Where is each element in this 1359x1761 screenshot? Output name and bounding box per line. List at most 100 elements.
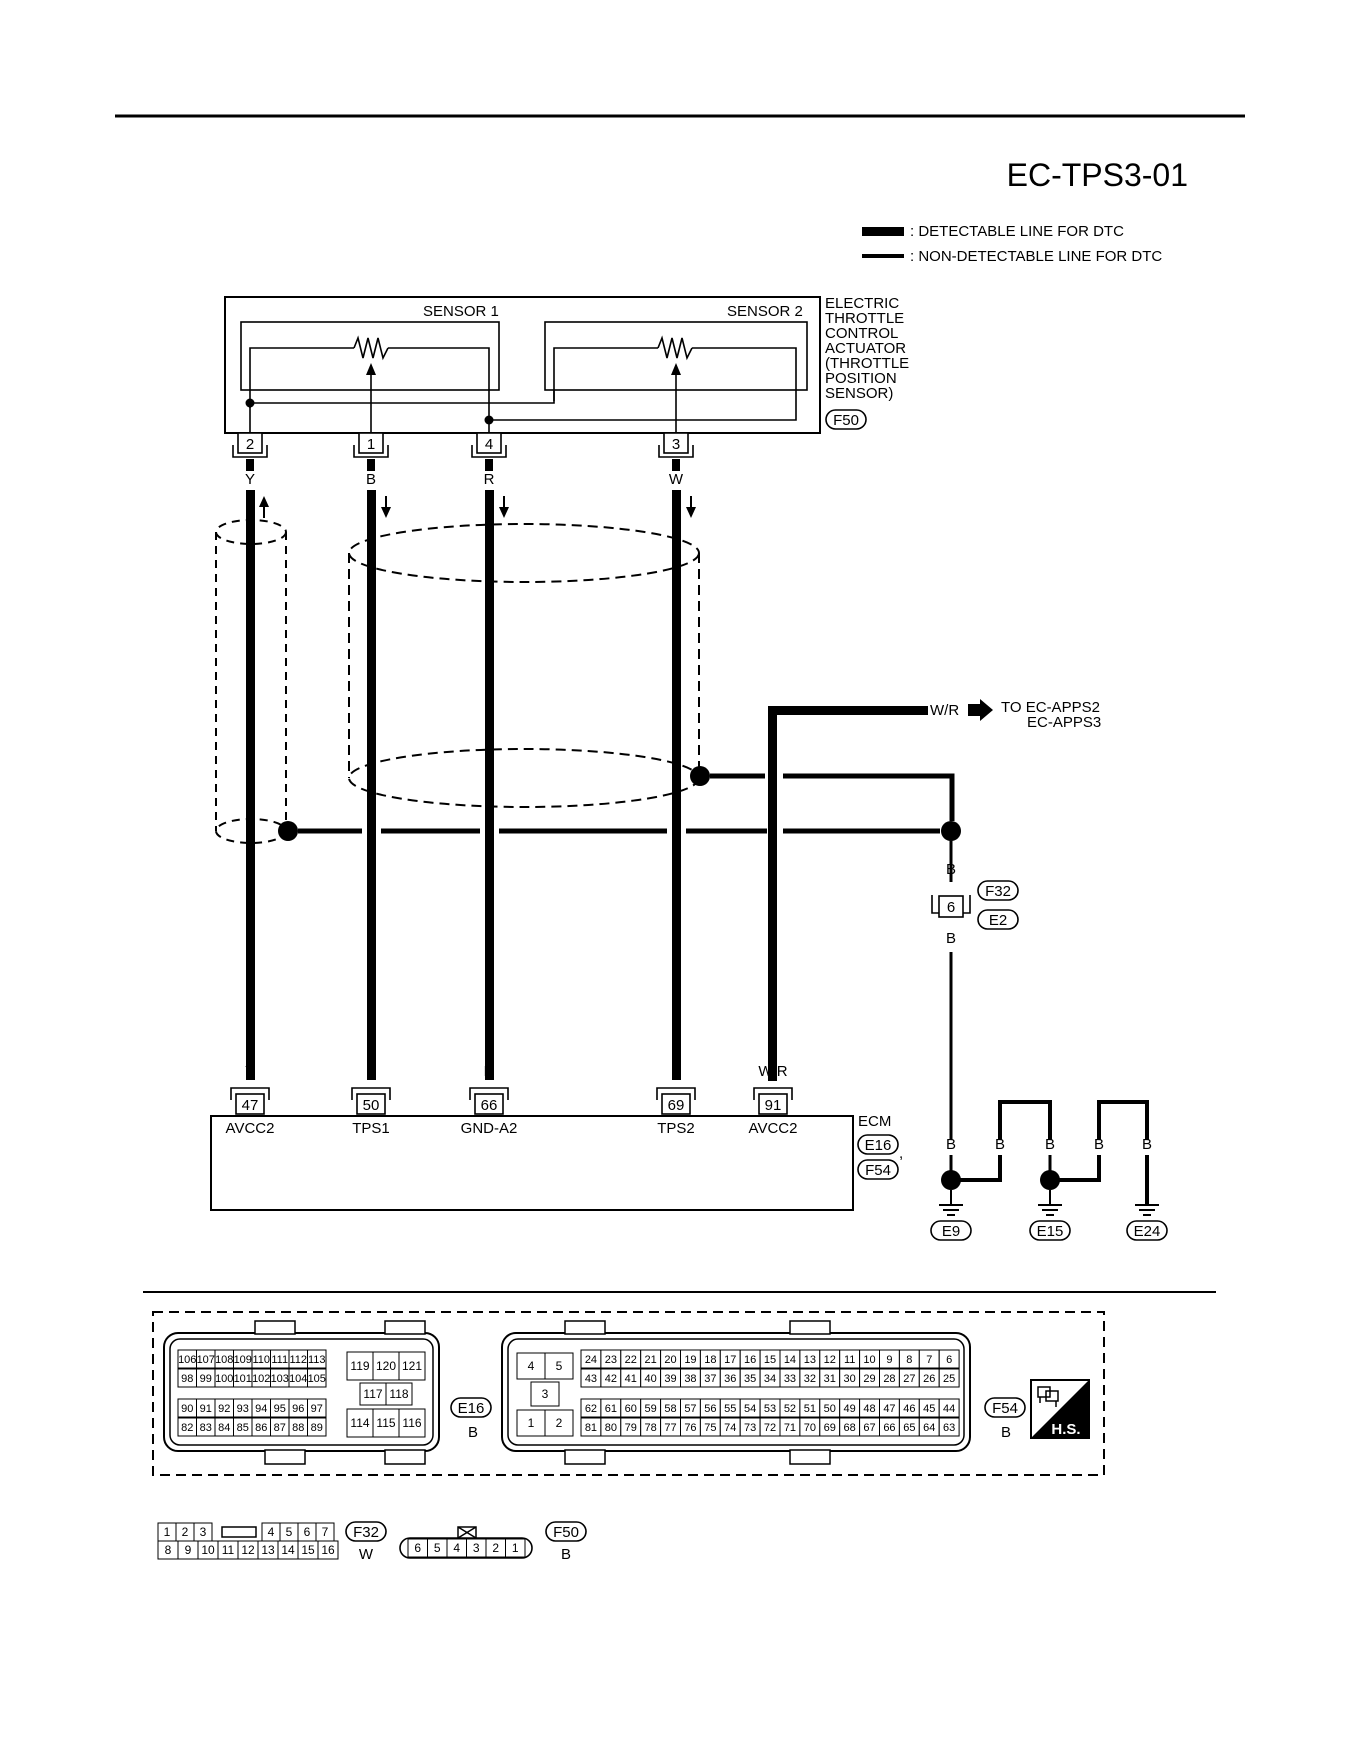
connector-cavity: 13 [799,1349,821,1369]
svg-text:8: 8 [906,1354,912,1366]
wire-color-w-top: W [669,471,684,488]
connector-cavity: 57 [680,1398,701,1418]
connector-cavity: 1 [505,1538,526,1558]
shield-small-drain-dot [278,821,298,841]
ecm-wire-color-5: W/R [758,1063,787,1080]
ecm-title: ECM [858,1113,891,1130]
connector-cavity: 12 [819,1349,841,1369]
svg-text:28: 28 [883,1373,895,1385]
connector-views-box [152,1311,1105,1476]
ground-bus [489,390,797,421]
diagram-id: EC-TPS3-01 [1007,157,1188,193]
legend: : DETECTABLE LINE FOR DTC : NON-DETECTAB… [862,223,1162,265]
connector-cavity: 3 [466,1538,487,1558]
connector-cavity: 19 [680,1349,701,1369]
connector-cavity: 69 [819,1417,841,1437]
connector-cavity: 44 [938,1398,960,1418]
connector-cavity: 64 [918,1417,940,1437]
connector-cavity: 39 [660,1368,681,1388]
connector-cavity: 87 [270,1417,290,1437]
svg-text:41: 41 [625,1373,637,1385]
connector-cavity: 7 [918,1349,940,1369]
svg-text:11: 11 [222,1543,235,1557]
actuator-connector-label: F50 [833,412,859,429]
ecm-wire-color-3: R [484,1063,495,1080]
connector-cavity: 103 [270,1368,290,1388]
svg-text:94: 94 [255,1403,267,1415]
svg-text:89: 89 [311,1422,323,1434]
connector-cavity: 102 [251,1368,271,1388]
f32-color: W [359,1546,374,1563]
shield-large-drain-dot [690,766,710,786]
connector-cavity: 80 [600,1417,622,1437]
svg-text:92: 92 [218,1403,230,1415]
svg-text:49: 49 [844,1403,856,1415]
svg-text:26: 26 [923,1373,935,1385]
wire-w [672,490,681,1080]
svg-text:113: 113 [308,1354,326,1366]
connector-cavity: 14 [779,1349,801,1369]
ecm-signal-avcc2-a: AVCC2 [226,1120,275,1137]
svg-text:110: 110 [252,1354,270,1366]
connector-cavity: 94 [251,1398,271,1418]
svg-text:57: 57 [684,1403,696,1415]
ecm-wire-color-1: Y [245,1063,255,1080]
svg-text:5: 5 [434,1541,441,1555]
svg-text:13: 13 [804,1354,816,1366]
connector-cavity: 25 [938,1368,960,1388]
svg-text:102: 102 [252,1373,270,1385]
connector-cavity: 105 [307,1368,327,1388]
connector-cavity: 38 [680,1368,701,1388]
connector-cavity: 55 [719,1398,741,1418]
wire-r [485,490,494,1080]
actuator-label-5: (THROTTLE [825,355,909,372]
connector-cavity: 17 [719,1349,741,1369]
svg-text:109: 109 [234,1354,252,1366]
svg-text:66: 66 [883,1422,895,1434]
connector-cavity: 4 [516,1352,546,1380]
svg-text:107: 107 [197,1354,215,1366]
joint-conn-a: F32 [985,883,1011,900]
svg-text:98: 98 [181,1373,193,1385]
svg-text:14: 14 [281,1543,295,1557]
throttle-actuator: SENSOR 1 SENSOR 2 ELECTRIC THROTTLE CONT… [224,295,909,445]
svg-text:1: 1 [512,1541,519,1555]
ecm-pins: 47 50 66 69 91 [230,1087,793,1115]
ecm-signal-gnd-a2: GND-A2 [461,1120,518,1137]
svg-text:47: 47 [242,1097,259,1114]
svg-text:72: 72 [764,1422,776,1434]
connector-cavity: 85 [233,1417,253,1437]
connector-cavity: 86 [251,1417,271,1437]
svg-text:2: 2 [182,1525,189,1539]
connector-cavity: 70 [799,1417,821,1437]
f54-color: B [1001,1424,1011,1441]
actuator-label-7: SENSOR) [825,385,893,402]
connector-cavity: 56 [699,1398,721,1418]
svg-text:20: 20 [664,1354,676,1366]
svg-text:10: 10 [201,1543,215,1557]
connector-cavity: 16 [317,1540,339,1560]
connector-cavity: 66 [879,1417,900,1437]
connector-cavity: 75 [699,1417,721,1437]
svg-text:82: 82 [181,1422,193,1434]
connector-cavity: 29 [859,1368,880,1388]
svg-text:99: 99 [200,1373,212,1385]
connector-cavity: 36 [719,1368,741,1388]
ground-network: B B B B B E9 E15 E24 [930,1100,1168,1241]
svg-text:15: 15 [301,1543,315,1557]
connector-cavity: 8 [898,1349,920,1369]
svg-text:95: 95 [274,1403,286,1415]
svg-text:39: 39 [664,1373,676,1385]
legend-detectable-text: : DETECTABLE LINE FOR DTC [910,223,1124,240]
joint-wire-bottom: B [946,930,956,947]
ecm-signal-tps1: TPS1 [352,1120,390,1137]
svg-text:118: 118 [389,1387,408,1401]
svg-text:108: 108 [215,1354,233,1366]
svg-text:40: 40 [645,1373,657,1385]
sensor1-inner-loop [249,347,354,408]
connector-cavity: 26 [918,1368,940,1388]
svg-text:119: 119 [350,1359,369,1373]
connector-cavity: 48 [859,1398,880,1418]
actuator-pin-4: 4 [471,432,507,458]
connector-cavity: 21 [640,1349,662,1369]
